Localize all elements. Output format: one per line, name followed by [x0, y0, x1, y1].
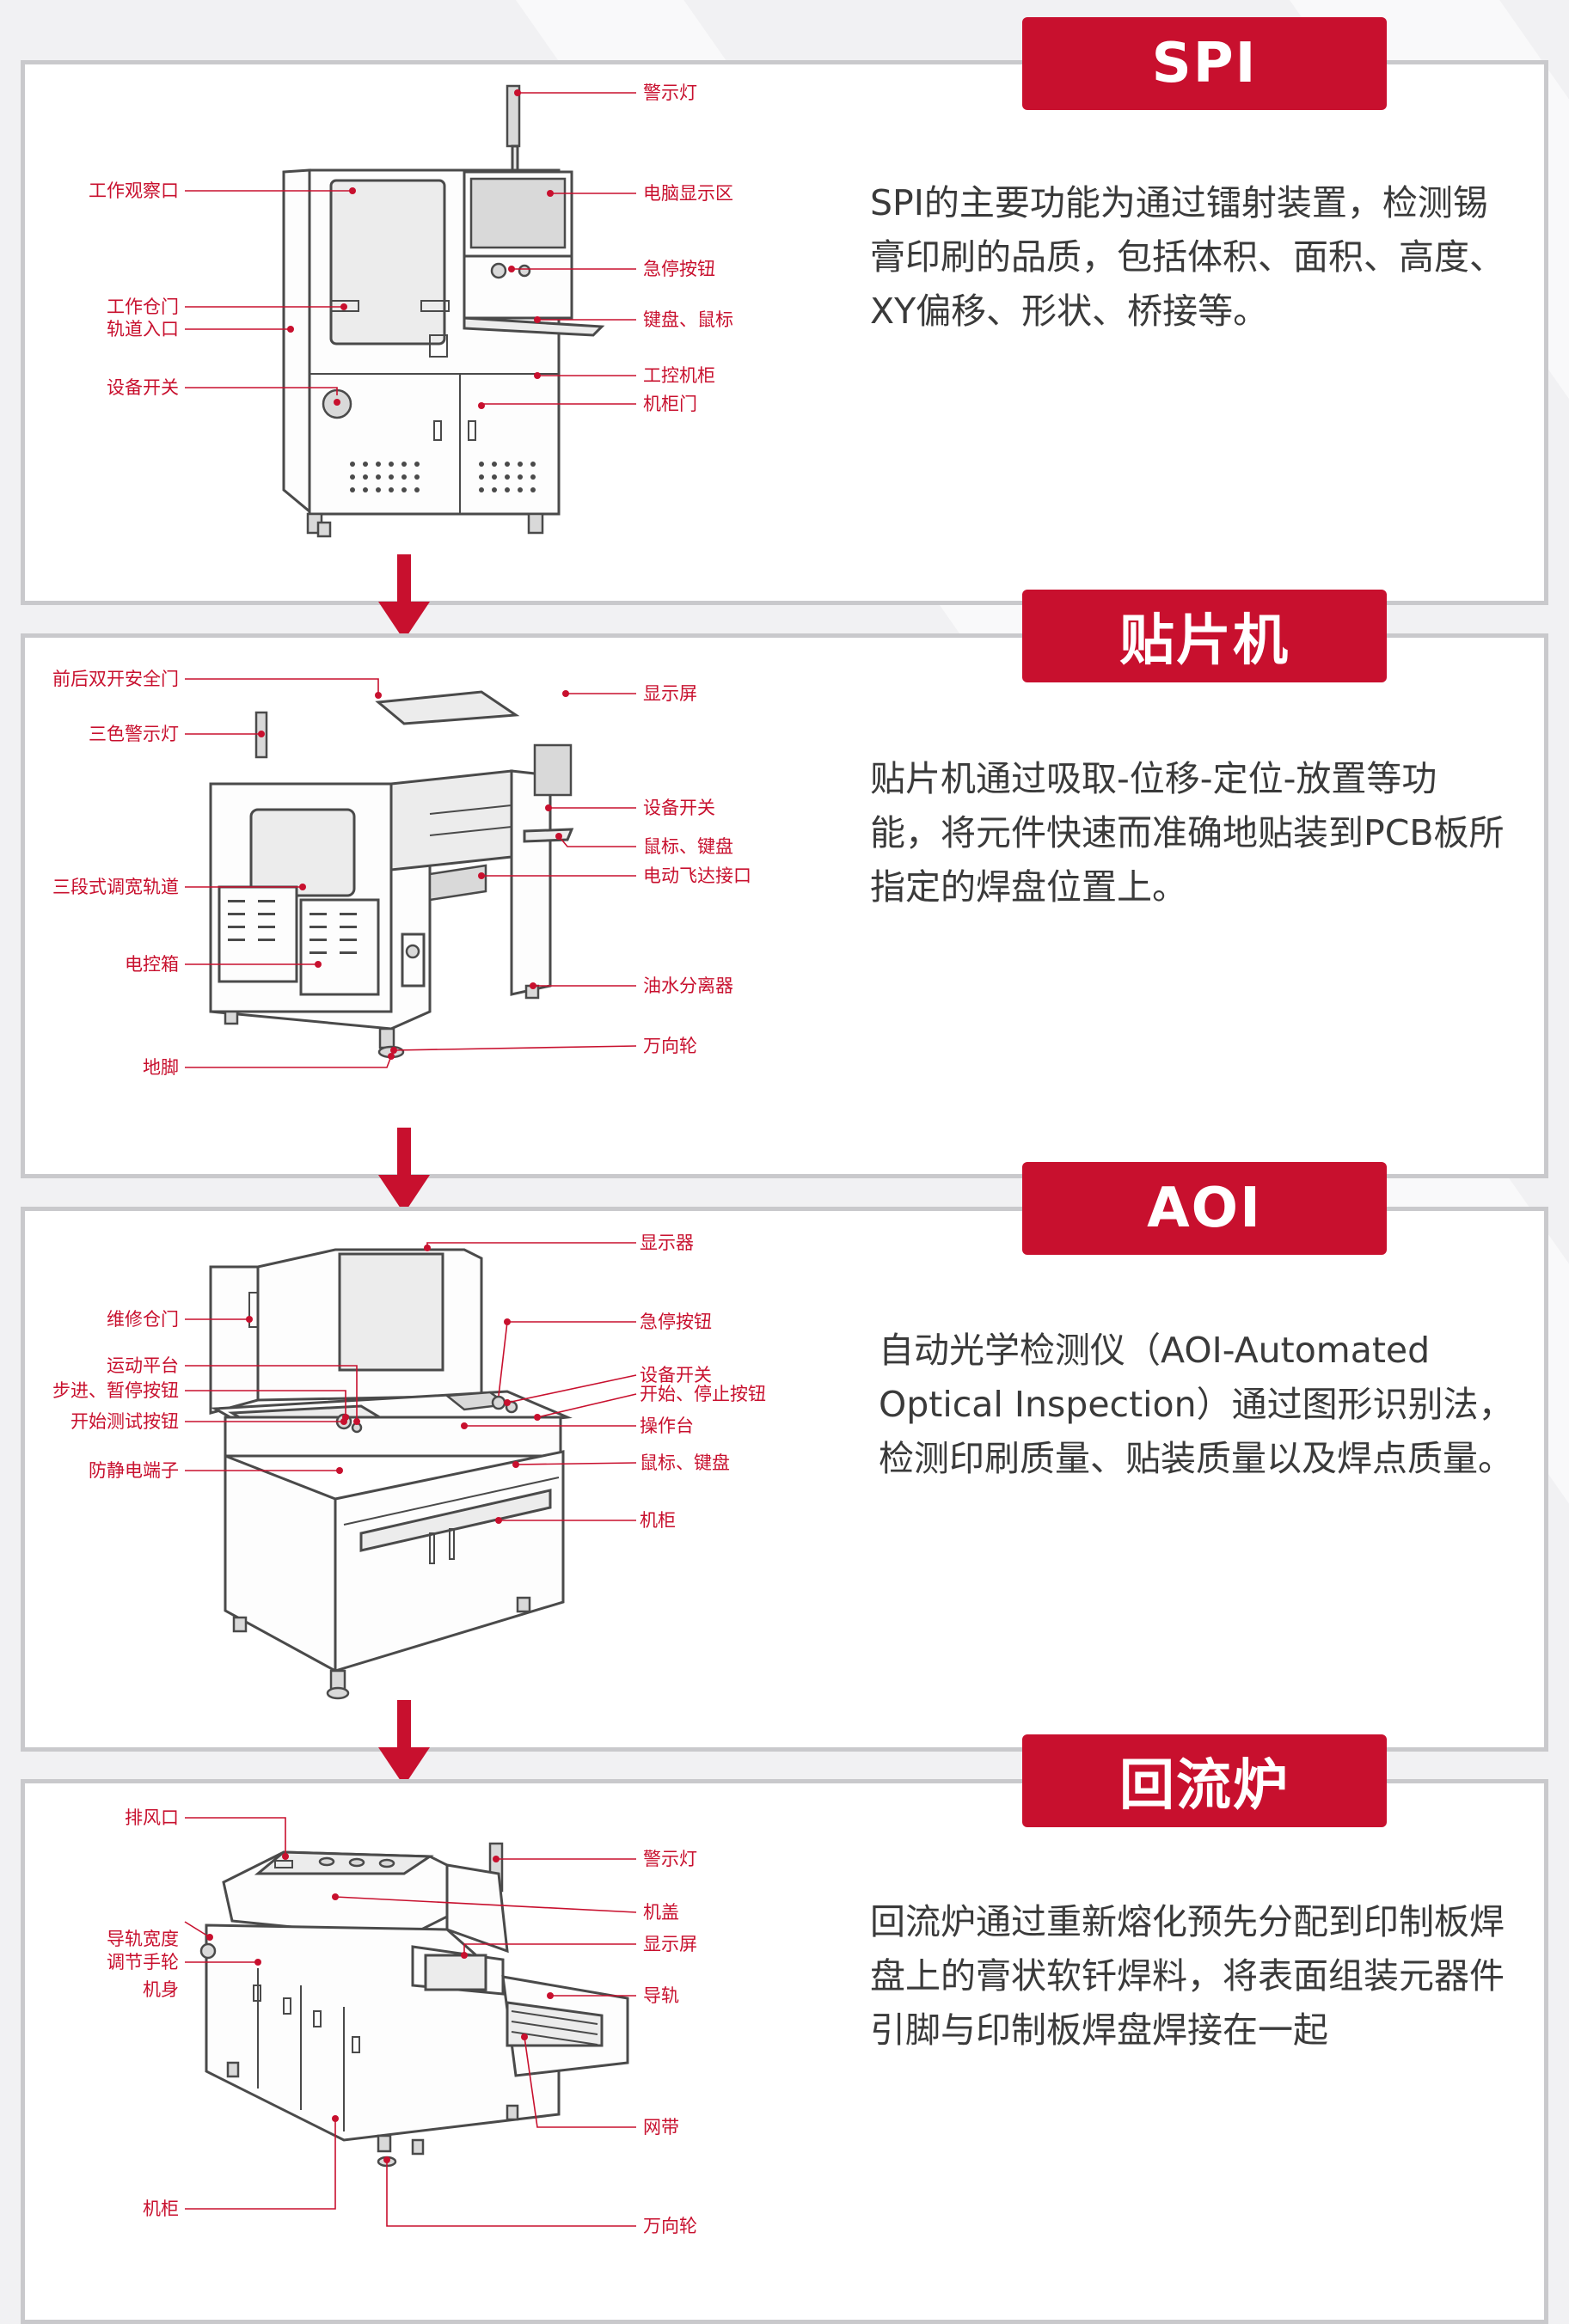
- label-rail-width-1: 导轨宽度: [107, 1929, 179, 1949]
- label-feeder-port: 电动飞达接口: [643, 865, 751, 886]
- label-caster: 万向轮: [643, 2216, 697, 2236]
- label-monitor: 显示器: [640, 1232, 694, 1253]
- section-description: SPI的主要功能为通过镭射装置，检测锡膏印刷的品质，包括体积、面积、高度、XY偏…: [870, 182, 1505, 332]
- label-warning-light: 警示灯: [643, 83, 697, 103]
- down-arrow-icon: [378, 1128, 430, 1214]
- label-oil-separator: 油水分离器: [643, 975, 733, 996]
- label-exhaust: 排风口: [125, 1807, 179, 1828]
- label-step-pause: 步进、暂停按钮: [52, 1380, 179, 1401]
- label-mouse-keyboard: 鼠标、键盘: [643, 836, 733, 857]
- label-rail-entry: 轨道入口: [107, 319, 179, 339]
- section-panel-spi: [21, 60, 1548, 605]
- label-console: 操作台: [640, 1416, 694, 1436]
- section-title-tab: SPI: [1022, 17, 1387, 110]
- label-foot: 地脚: [143, 1057, 179, 1078]
- label-start-test: 开始测试按钮: [70, 1411, 179, 1432]
- label-emergency-stop: 急停按钮: [640, 1312, 712, 1332]
- label-display: 显示屏: [643, 683, 697, 704]
- aoi-machine-diagram: 显示器 维修仓门 急停按钮 运动平台 设备开关 步进、暂停按钮 开始、停止按钮 …: [52, 1232, 766, 1700]
- label-work-window: 工作观察口: [89, 180, 179, 201]
- section-description: 回流炉通过重新熔化预先分配到印制板焊盘上的膏状软钎焊料，将表面组装元器件引脚与印…: [870, 1901, 1505, 2051]
- label-control-box: 电控箱: [125, 954, 179, 975]
- section-description: 贴片机通过吸取-位移-定位-放置等功能，将元件快速而准确地贴装到PCB板所指定的…: [870, 758, 1505, 908]
- label-power-switch: 设备开关: [640, 1365, 712, 1385]
- label-power-switch: 设备开关: [643, 798, 715, 818]
- section-description: 自动光学检测仪（AOI-Automated Optical Inspection…: [879, 1330, 1514, 1479]
- label-safety-doors: 前后双开安全门: [52, 669, 179, 689]
- reflow-oven-diagram: 排风口 警示灯 机盖 显示屏 导轨宽度 调节手轮 机身 导轨 网带 机柜 万向轮: [107, 1807, 697, 2236]
- label-caster: 万向轮: [643, 1036, 697, 1056]
- label-display: 显示屏: [643, 1934, 697, 1954]
- label-rail: 导轨: [643, 1985, 679, 2006]
- section-title-tab: 贴片机: [1022, 590, 1387, 682]
- label-hood: 机盖: [643, 1902, 679, 1923]
- label-mesh-belt: 网带: [643, 2117, 679, 2137]
- label-pc-display: 电脑显示区: [643, 183, 733, 204]
- down-arrow-icon: [378, 1700, 430, 1786]
- label-antistatic: 防静电端子: [89, 1460, 179, 1481]
- section-title-tab: 回流炉: [1022, 1734, 1387, 1827]
- spi-machine-diagram: 警示灯 工作观察口 电脑显示区 急停按钮 工作仓门 轨道入口 键盘、鼠标 工控机…: [89, 83, 733, 538]
- label-ipc-cabinet: 工控机柜: [643, 365, 715, 386]
- label-keyboard-mouse: 键盘、鼠标: [643, 309, 733, 330]
- label-motion-platform: 运动平台: [107, 1355, 179, 1376]
- label-rail-width-2: 调节手轮: [107, 1952, 179, 1972]
- label-rail: 三段式调宽轨道: [52, 877, 179, 897]
- vent-grille: [350, 462, 536, 492]
- label-mouse-keyboard: 鼠标、键盘: [640, 1452, 730, 1473]
- pick-and-place-diagram: 前后双开安全门 显示屏 三色警示灯 设备开关 鼠标、键盘 三段式调宽轨道 电动飞…: [52, 669, 751, 1078]
- label-tri-light: 三色警示灯: [89, 724, 179, 744]
- label-cabinet: 机柜: [143, 2199, 179, 2219]
- label-start-stop: 开始、停止按钮: [640, 1384, 766, 1404]
- label-emergency-stop: 急停按钮: [643, 259, 715, 279]
- down-arrow-icon: [378, 554, 430, 640]
- label-cabinet-door: 机柜门: [643, 394, 697, 414]
- section-title-tab: AOI: [1022, 1162, 1387, 1255]
- label-cabinet: 机柜: [640, 1510, 676, 1531]
- label-work-door: 工作仓门: [107, 297, 179, 317]
- label-warning-light: 警示灯: [643, 1849, 697, 1869]
- label-power-switch: 设备开关: [107, 377, 179, 398]
- section-panel-reflow-oven: [21, 1779, 1548, 2324]
- label-body: 机身: [143, 1979, 179, 2000]
- label-service-door: 维修仓门: [107, 1309, 179, 1330]
